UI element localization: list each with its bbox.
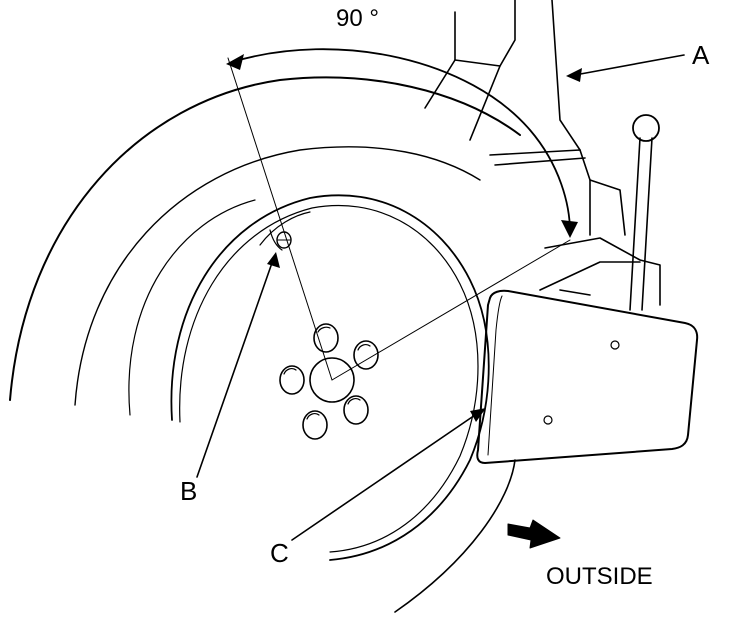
- valve-stem: [269, 229, 292, 251]
- callout-b-leader: [196, 252, 280, 478]
- reference-lines: [227, 57, 571, 381]
- callout-a-label: A: [692, 40, 710, 70]
- alignment-plate: [476, 289, 699, 464]
- wheel-hub: [279, 323, 379, 440]
- lug-hole-right-upper: [353, 340, 379, 370]
- angle-label: 90 °: [336, 5, 379, 32]
- wheel-rim: [170, 194, 490, 561]
- angle-arc: [226, 48, 578, 238]
- direction-label: OUTSIDE: [546, 563, 653, 590]
- tire: [9, 76, 521, 613]
- lug-hole-right-lower: [343, 395, 369, 425]
- callout-c-label: C: [270, 538, 289, 568]
- lug-hole-left: [279, 365, 305, 395]
- lug-hole-top: [313, 323, 339, 353]
- callout-c-leader: [291, 408, 486, 541]
- gauge-rod: [629, 114, 660, 311]
- callout-leaders: [196, 54, 685, 541]
- lug-hole-bottom: [302, 410, 328, 440]
- outside-arrow-icon: [507, 519, 561, 549]
- vehicle-body: [424, 0, 661, 306]
- callout-a-leader: [566, 54, 685, 82]
- callout-b-label: B: [180, 476, 197, 506]
